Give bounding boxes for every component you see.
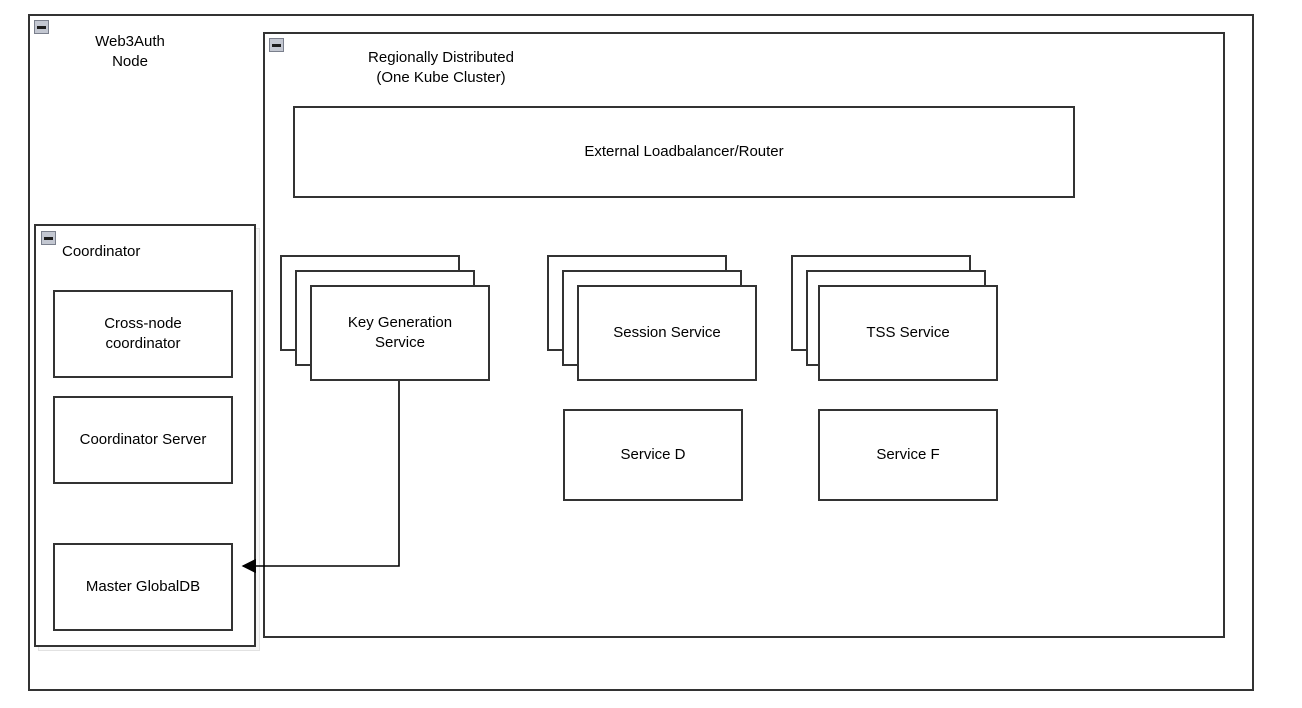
service-d-box[interactable]: Service D [563, 409, 743, 501]
session-service-box[interactable]: Session Service [577, 285, 757, 381]
session-service-label: Session Service [613, 323, 721, 341]
external-loadbalancer-router-label: External Loadbalancer/Router [584, 142, 784, 160]
tss-service-label: TSS Service [866, 323, 950, 341]
coordinator-server-label: Coordinator Server [79, 430, 207, 448]
service-d-label: Service D [620, 445, 686, 463]
key-generation-service-box[interactable]: Key Generation Service [310, 285, 490, 381]
coordinator-collapse-icon[interactable] [41, 231, 56, 245]
coordinator-server-box[interactable]: Coordinator Server [53, 396, 233, 484]
regionally-distributed-collapse-icon[interactable] [269, 38, 284, 52]
external-loadbalancer-router-box[interactable]: External Loadbalancer/Router [293, 106, 1075, 198]
key-generation-service-label: Key Generation Service [347, 313, 453, 351]
service-f-box[interactable]: Service F [818, 409, 998, 501]
master-globaldb-box[interactable]: Master GlobalDB [53, 543, 233, 631]
cross-node-coordinator-box[interactable]: Cross-node coordinator [53, 290, 233, 378]
tss-service-box[interactable]: TSS Service [818, 285, 998, 381]
service-f-label: Service F [876, 445, 940, 463]
master-globaldb-label: Master GlobalDB [85, 577, 201, 595]
web3auth-node-collapse-icon[interactable] [34, 20, 49, 34]
cross-node-coordinator-label: Cross-node coordinator [104, 314, 182, 352]
